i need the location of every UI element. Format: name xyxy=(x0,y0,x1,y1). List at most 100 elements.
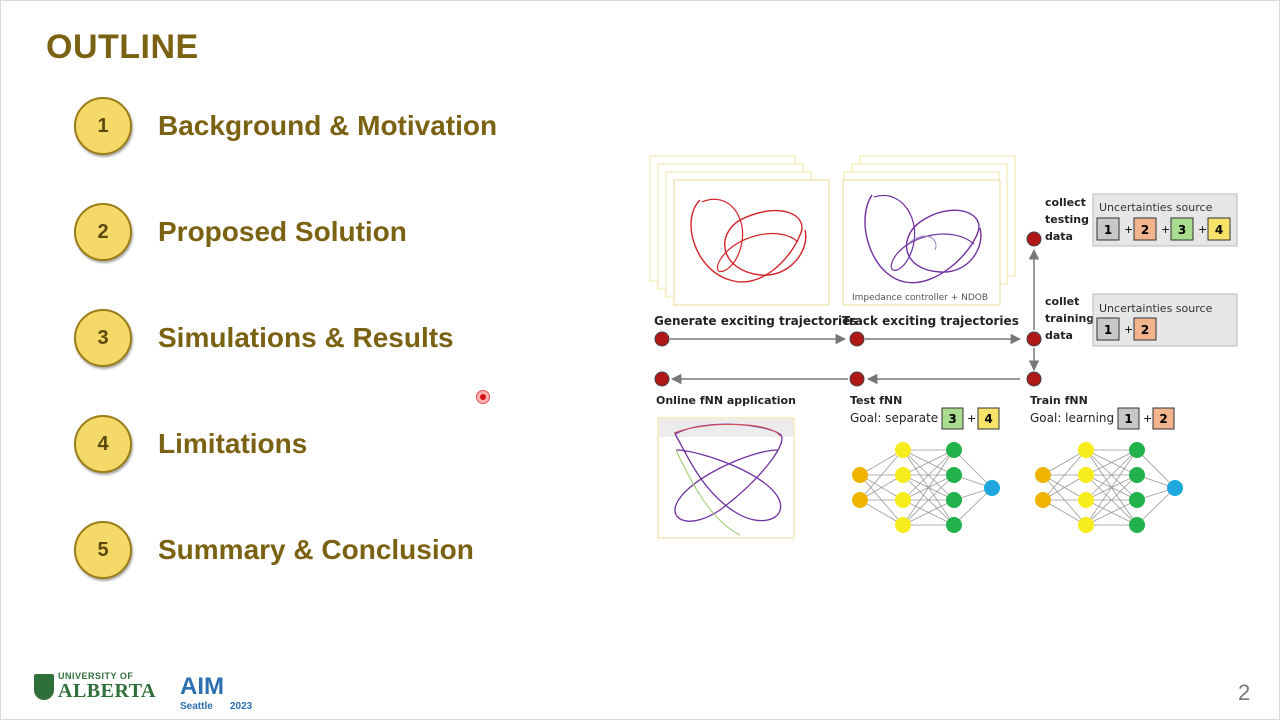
nn-connection xyxy=(859,449,904,501)
outline-item-label: Proposed Solution xyxy=(158,216,407,247)
nn-connection xyxy=(859,474,904,501)
node-generate xyxy=(654,331,670,347)
svg-text:Seattle: Seattle xyxy=(180,701,213,712)
nn-neuron xyxy=(1129,467,1145,483)
uncertainties-training-box: Uncertainties source 1 + 2 xyxy=(1092,293,1238,347)
nn-connection xyxy=(1042,474,1087,501)
track-label: Track exciting trajectories xyxy=(842,314,1019,328)
online-label: Online fNN application xyxy=(656,394,796,407)
nn-connection xyxy=(1085,449,1138,526)
outline-item-label: Background & Motivation xyxy=(158,110,498,141)
generate-label: Generate exciting trajectories xyxy=(654,314,857,328)
svg-text:2: 2 xyxy=(1141,223,1149,237)
node-collect-testing xyxy=(1026,231,1042,247)
nn-connection xyxy=(1042,449,1087,476)
nn-connection xyxy=(1136,449,1176,489)
page-number: 2 xyxy=(1238,680,1251,705)
nn-connection xyxy=(902,449,955,501)
svg-text:3: 3 xyxy=(1178,223,1186,237)
nn-neuron xyxy=(946,442,962,458)
outline-number-badge: 1 xyxy=(74,97,132,155)
outline-item-4: 4 Limitations xyxy=(74,414,307,474)
slide-title: OUTLINE xyxy=(46,28,199,66)
nn-neuron xyxy=(895,442,911,458)
svg-text:4: 4 xyxy=(984,412,992,426)
outline-number-badge: 5 xyxy=(74,521,132,579)
outline-item-3: 3 Simulations & Results xyxy=(74,308,454,368)
nn-neuron xyxy=(895,467,911,483)
svg-text:+: + xyxy=(967,412,976,425)
shield-icon xyxy=(34,673,54,700)
nn-connection xyxy=(1085,499,1138,526)
svg-text:1: 1 xyxy=(1124,412,1132,426)
test-goal-label: Goal: separate xyxy=(850,411,938,425)
nn-neuron xyxy=(1129,492,1145,508)
svg-text:2: 2 xyxy=(1141,323,1149,337)
outline-number-badge: 2 xyxy=(74,203,132,261)
uncertainties-title: Uncertainties source xyxy=(1099,302,1213,315)
nn-connection xyxy=(1042,499,1087,526)
nn-neuron xyxy=(946,467,962,483)
test-neural-network xyxy=(852,442,1000,533)
nn-connection xyxy=(902,449,955,526)
online-application-plot xyxy=(657,417,795,539)
outline-item-2: 2 Proposed Solution xyxy=(74,202,407,262)
nn-neuron xyxy=(1078,467,1094,483)
controller-caption: Impedance controller + NDOB xyxy=(852,293,988,303)
nn-neuron xyxy=(1035,467,1051,483)
nn-neuron xyxy=(1167,480,1183,496)
collect-testing-label: collect testing data xyxy=(1045,196,1093,243)
nn-neuron xyxy=(984,480,1000,496)
nn-connection xyxy=(859,449,904,476)
workflow-nodes xyxy=(654,231,1042,387)
nn-connection xyxy=(1085,449,1138,501)
nn-connection xyxy=(1085,474,1138,526)
nn-connection xyxy=(1085,449,1138,476)
svg-text:AIM: AIM xyxy=(180,673,224,700)
nn-neuron xyxy=(1129,442,1145,458)
nn-connection xyxy=(1136,487,1176,526)
collect-training-label: collet training data xyxy=(1045,295,1098,342)
tracked-trajectories-plot: Impedance controller + NDOB xyxy=(842,155,1016,306)
uncertainties-testing-box: Uncertainties source 1 + 2 + 3 + 4 xyxy=(1092,193,1238,247)
outline-number-badge: 3 xyxy=(74,309,132,367)
node-online xyxy=(654,371,670,387)
nn-connection xyxy=(953,449,993,489)
svg-text:1: 1 xyxy=(1104,323,1112,337)
svg-text:4: 4 xyxy=(1215,223,1223,237)
svg-text:2: 2 xyxy=(1159,412,1167,426)
nn-connection xyxy=(859,499,904,526)
outline-item-label: Simulations & Results xyxy=(158,322,454,353)
university-of-alberta-logo: UNIVERSITY OF ALBERTA xyxy=(34,672,156,701)
nn-connection xyxy=(953,487,993,526)
nn-neuron xyxy=(1078,442,1094,458)
nn-neuron xyxy=(1129,517,1145,533)
nn-neuron xyxy=(1078,517,1094,533)
nn-neuron xyxy=(852,492,868,508)
svg-text:+: + xyxy=(1198,223,1207,236)
nn-neuron xyxy=(895,492,911,508)
svg-text:+: + xyxy=(1124,323,1133,336)
nn-neuron xyxy=(1078,492,1094,508)
laser-pointer-icon xyxy=(476,390,490,404)
node-collect-training xyxy=(1026,331,1042,347)
nn-connection xyxy=(902,449,955,476)
nn-connection xyxy=(902,474,955,526)
nn-neuron xyxy=(895,517,911,533)
nn-connection xyxy=(1042,449,1087,501)
outline-item-label: Limitations xyxy=(158,428,308,459)
node-train xyxy=(1026,371,1042,387)
outline-number-badge: 4 xyxy=(74,415,132,473)
test-goal-sources: 3 + 4 xyxy=(941,407,1000,430)
uncertainties-title: Uncertainties source xyxy=(1099,201,1213,214)
svg-text:1: 1 xyxy=(1104,223,1112,237)
svg-text:3: 3 xyxy=(948,412,956,426)
svg-text:+: + xyxy=(1161,223,1170,236)
svg-text:+: + xyxy=(1124,223,1133,236)
nn-connection xyxy=(902,499,955,526)
train-neural-network xyxy=(1035,442,1183,533)
train-goal-label: Goal: learning xyxy=(1030,411,1114,425)
svg-text:+: + xyxy=(1143,412,1152,425)
node-track xyxy=(849,331,865,347)
node-test xyxy=(849,371,865,387)
